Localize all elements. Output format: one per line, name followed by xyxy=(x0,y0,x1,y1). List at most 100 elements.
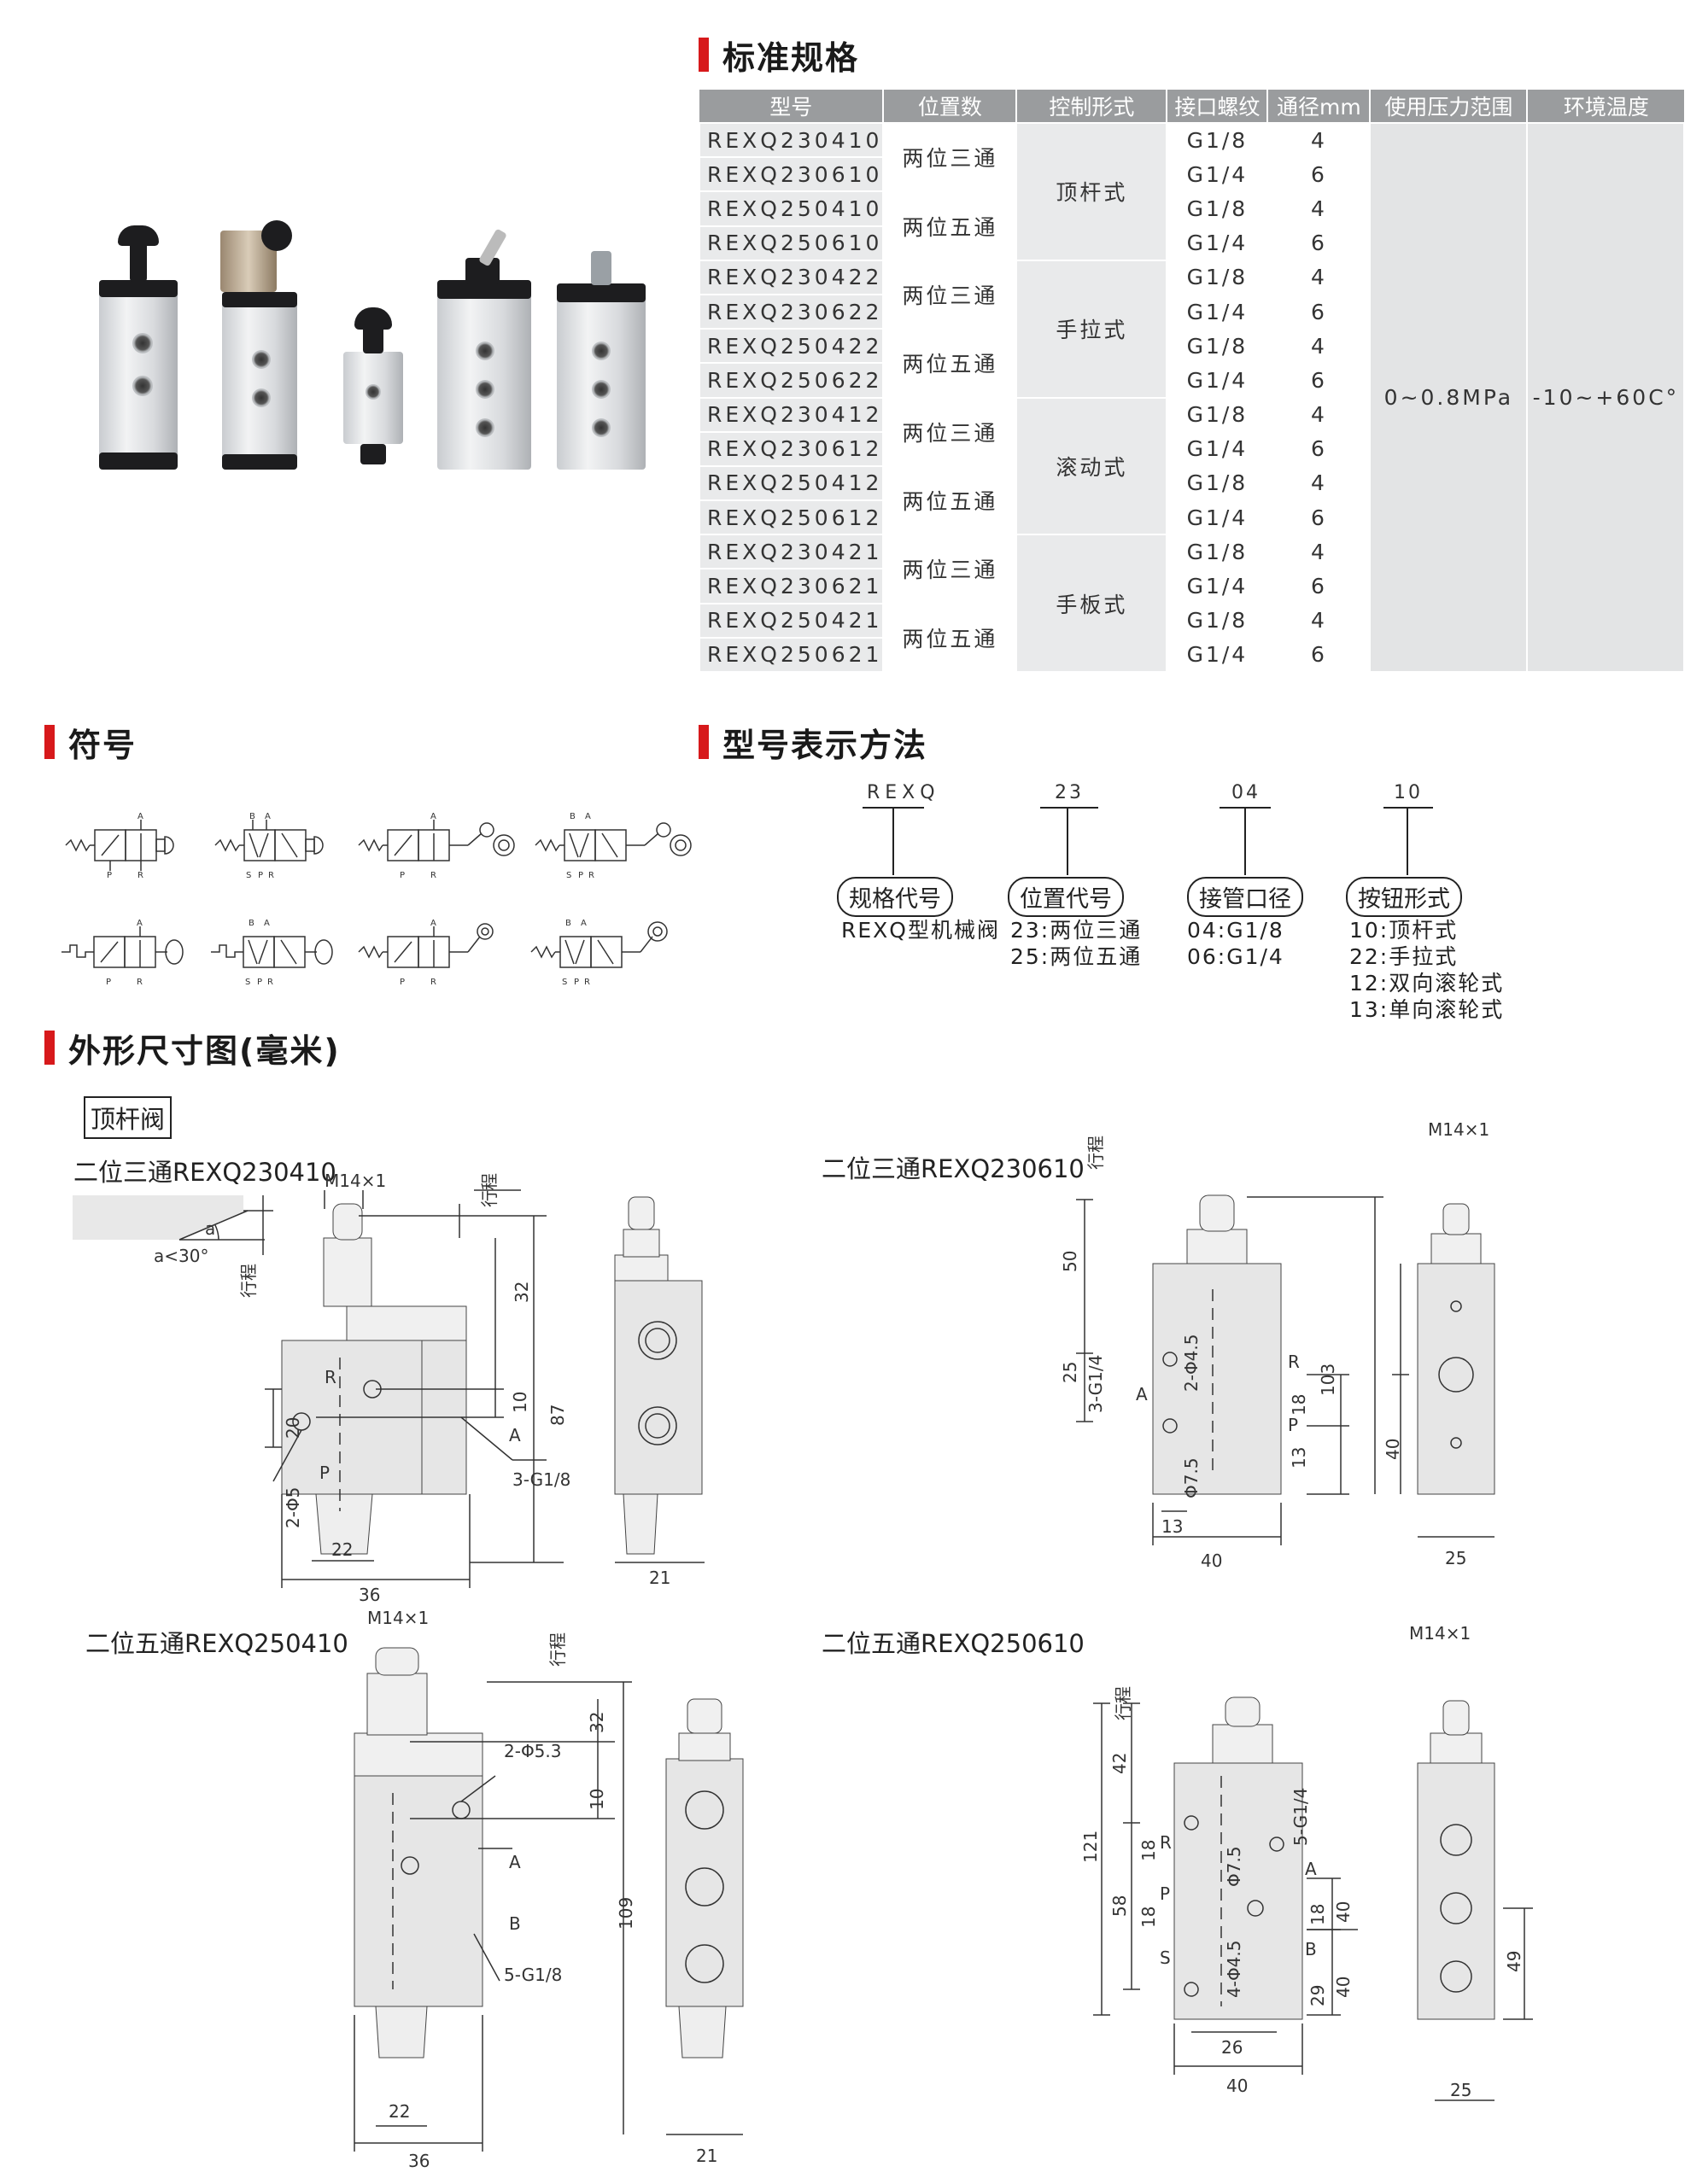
drawing-title-1: 二位三通REXQ230410 xyxy=(73,1158,336,1187)
thread-cell: G1/4 xyxy=(1166,636,1269,674)
diameter-cell: 4 xyxy=(1266,121,1372,159)
spec-table: 型号 位置数 控制形式 接口螺纹 通径mm 使用压力范围 环境温度 REXQ23… xyxy=(698,90,1686,674)
d4-S: S xyxy=(1160,1947,1171,1968)
d4-d18b: 18 xyxy=(1138,1907,1159,1928)
model-cell: REXQ230610 xyxy=(698,156,885,193)
thread-cell: G1/8 xyxy=(1166,121,1269,159)
model-cell: REXQ250421 xyxy=(698,602,885,639)
svg-text:S: S xyxy=(562,978,567,986)
code-position: 23 xyxy=(1055,782,1084,803)
d1-a-note: a<30° xyxy=(154,1246,208,1266)
d4-m14: M14×1 xyxy=(1409,1623,1471,1644)
header-position: 位置数 xyxy=(883,90,1018,123)
d4-d42: 42 xyxy=(1109,1753,1130,1774)
diameter-cell: 4 xyxy=(1266,328,1372,365)
svg-text:R: R xyxy=(430,978,436,986)
diameter-cell: 4 xyxy=(1266,464,1372,502)
model-cell: REXQ250622 xyxy=(698,362,885,399)
model-cell: REXQ230421 xyxy=(698,534,885,570)
position-cell: 两位五通 xyxy=(882,464,1018,536)
svg-text:S: S xyxy=(566,871,571,879)
drawing-3: M14×1 行程 32 2-Φ5.3 10 109 20 20 R A P B … xyxy=(354,1608,744,2169)
d4-d49: 49 xyxy=(1504,1951,1524,1972)
thread-cell: G1/8 xyxy=(1166,259,1269,295)
svg-text:R: R xyxy=(430,871,436,879)
position-cell: 两位三通 xyxy=(882,259,1018,330)
diameter-cell: 6 xyxy=(1266,156,1372,193)
header-diameter: 通径mm xyxy=(1267,90,1372,123)
diameter-cell: 4 xyxy=(1266,396,1372,433)
desc-spec-code: REXQ型机械阀 xyxy=(841,918,1000,943)
d1-d22: 22 xyxy=(331,1539,353,1560)
svg-text:A: A xyxy=(430,812,436,821)
d2-d13b: 13 xyxy=(1161,1516,1183,1537)
diameter-cell: 6 xyxy=(1266,362,1372,399)
thread-cell: G1/8 xyxy=(1166,396,1269,433)
d4-d58: 58 xyxy=(1109,1895,1130,1917)
diameter-cell: 6 xyxy=(1266,636,1372,674)
control-cell: 滚动式 xyxy=(1015,396,1168,536)
model-cell: REXQ230622 xyxy=(698,293,885,330)
d3-d109: 109 xyxy=(616,1897,636,1930)
thread-cell: G1/4 xyxy=(1166,293,1269,330)
diameter-cell: 6 xyxy=(1266,430,1372,467)
pressure-cell: 0~0.8MPa xyxy=(1369,122,1529,673)
d1-d20: 20 xyxy=(283,1417,303,1439)
svg-text:P: P xyxy=(400,871,405,879)
d1-g18: 3-G1/8 xyxy=(512,1469,570,1490)
d3-d10: 10 xyxy=(587,1789,607,1810)
desc-position-code: 23:两位三通 25:两位五通 xyxy=(1010,918,1143,969)
d3-m14: M14×1 xyxy=(367,1608,429,1628)
d4-d40c: 40 xyxy=(1226,2076,1248,2096)
svg-text:R: R xyxy=(137,978,143,986)
d2-d25: 25 xyxy=(1060,1362,1080,1383)
d4-d40: 40 xyxy=(1333,1901,1354,1923)
svg-text:P: P xyxy=(257,978,262,986)
svg-text:P: P xyxy=(106,978,111,986)
model-cell: REXQ230621 xyxy=(698,568,885,604)
svg-text:A: A xyxy=(265,812,271,821)
svg-text:A: A xyxy=(137,812,143,821)
d3-stroke: 行程 xyxy=(547,1632,568,1667)
svg-text:B: B xyxy=(249,812,255,821)
pill-spec-code: 规格代号 xyxy=(837,877,953,917)
position-cell: 两位三通 xyxy=(882,534,1018,604)
pill-position-code: 位置代号 xyxy=(1008,877,1124,917)
d3-A: A xyxy=(509,1852,521,1872)
d4-B: B xyxy=(1305,1939,1317,1959)
svg-text:B: B xyxy=(249,919,254,928)
svg-text:A: A xyxy=(264,919,270,928)
drawing-1: a a<30° 行程 xyxy=(73,1171,705,1605)
pill-button-type: 按钮形式 xyxy=(1346,877,1462,917)
d4-d29: 29 xyxy=(1307,1985,1328,2006)
thread-cell: G1/4 xyxy=(1166,499,1269,536)
model-cell: REXQ230410 xyxy=(698,121,885,159)
model-cell: REXQ250412 xyxy=(698,464,885,502)
svg-text:P: P xyxy=(578,871,583,879)
header-temperature: 环境温度 xyxy=(1527,90,1685,123)
d2-d40v: 40 xyxy=(1383,1439,1403,1460)
d4-g14: 5-G1/4 xyxy=(1290,1788,1311,1846)
header-thread: 接口螺纹 xyxy=(1167,90,1269,123)
svg-text:R: R xyxy=(584,978,590,986)
svg-text:B: B xyxy=(570,812,576,821)
position-cell: 两位三通 xyxy=(882,396,1018,467)
d1-d32: 32 xyxy=(512,1282,532,1303)
section-title-spec: 标准规格 xyxy=(699,34,859,77)
d4-A: A xyxy=(1305,1859,1317,1879)
d2-A: A xyxy=(1136,1384,1148,1404)
pill-port-size: 接管口径 xyxy=(1187,877,1303,917)
diameter-cell: 4 xyxy=(1266,190,1372,227)
d1-d21: 21 xyxy=(649,1568,670,1588)
control-cell: 顶杆式 xyxy=(1015,122,1168,261)
d2-d103: 103 xyxy=(1318,1364,1338,1396)
diameter-cell: 6 xyxy=(1266,293,1372,330)
